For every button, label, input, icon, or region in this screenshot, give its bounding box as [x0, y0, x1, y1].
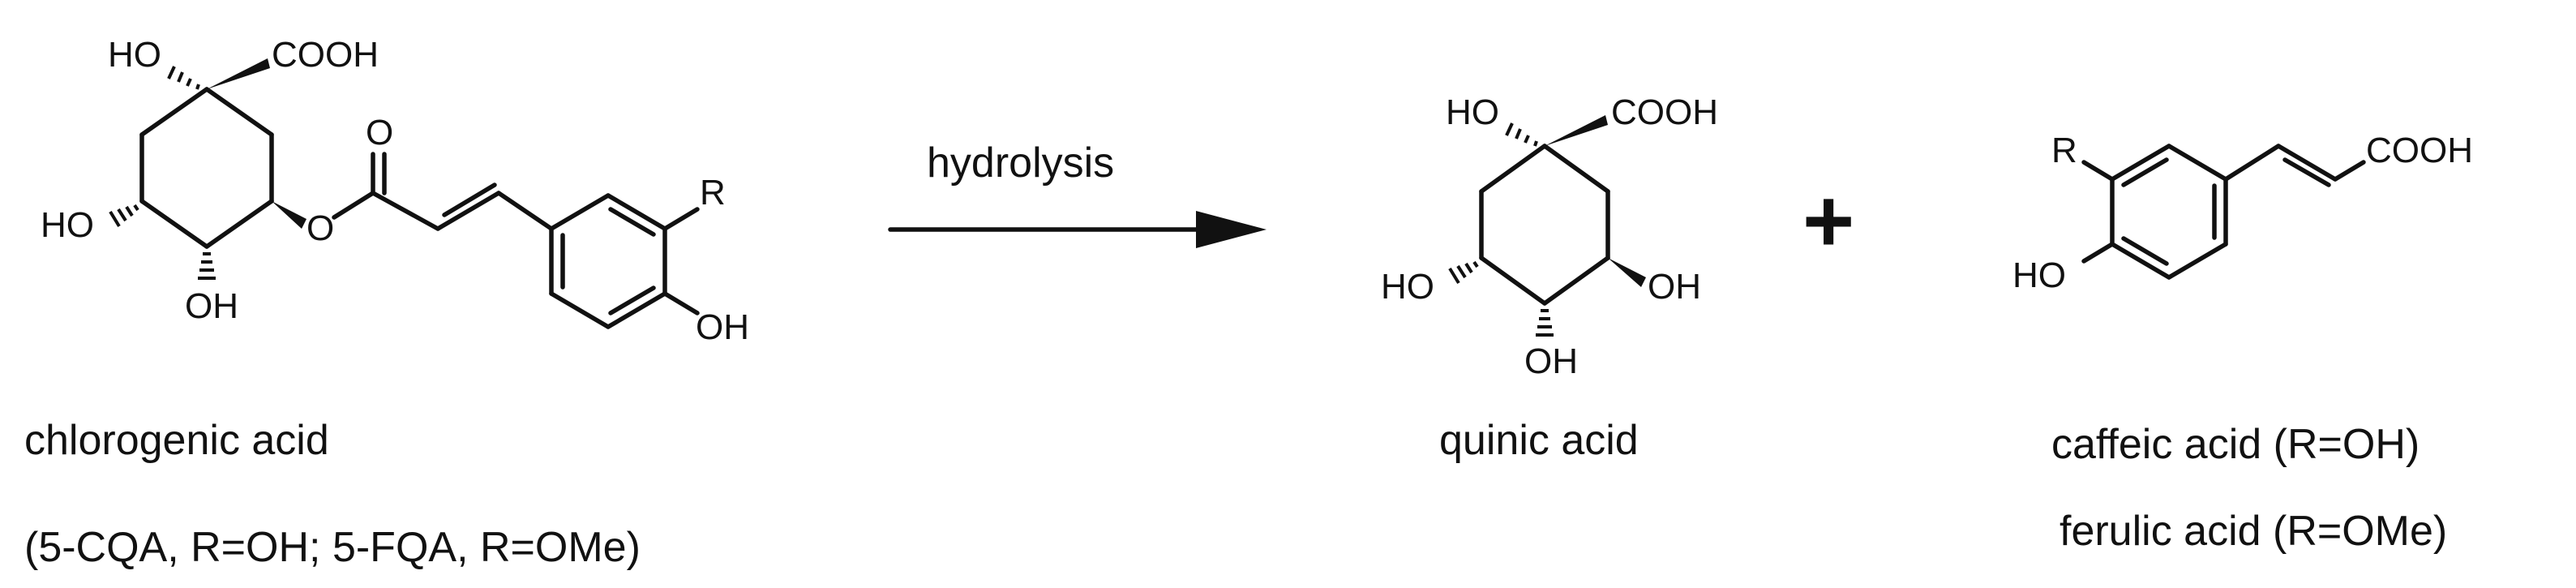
ring-bond	[1479, 255, 1547, 306]
vinyl-bond	[496, 191, 554, 231]
aromatic-bond	[549, 291, 611, 329]
hashed-bond-ho	[1505, 122, 1538, 147]
ring-bond	[1542, 144, 1610, 194]
vinyl-double-bond	[435, 191, 501, 231]
aromatic-bond	[2167, 242, 2228, 280]
atom-ho-top: HO	[1446, 92, 1499, 132]
atom-cooh: COOH	[272, 35, 379, 75]
ferulic-acid-name: ferulic acid (R=OMe)	[2060, 508, 2447, 555]
aromatic-inner-bond	[2121, 236, 2169, 266]
vinyl-bond	[371, 191, 440, 231]
caffeic-acid-name: caffeic acid (R=OH)	[2051, 421, 2420, 468]
atom-oh-right: OH	[1648, 267, 1701, 307]
atom-ho-top: HO	[108, 35, 161, 75]
aromatic-bond	[2110, 242, 2171, 280]
atom-carbonyl-o: O	[366, 113, 393, 152]
arrow-label: hydrolysis	[927, 139, 1114, 187]
atom-ho: HO	[2012, 255, 2066, 295]
ring-bond	[139, 87, 209, 137]
wedge-bond-cooh	[207, 58, 270, 89]
hashed-bond-ho-left	[1448, 260, 1479, 285]
vinyl-double-bond	[2276, 144, 2338, 182]
substituent-bond-r	[2081, 160, 2115, 182]
atom-oh-bottom: OH	[1524, 341, 1578, 381]
atom-r: R	[700, 173, 726, 212]
chlorogenic-acid-variants: (5-CQA, R=OH; 5-FQA, R=OMe)	[24, 524, 641, 571]
cinnamic-acid-structure: R HO COOH	[2012, 131, 2473, 295]
hashed-bond-oh-bottom	[1536, 309, 1554, 337]
ring-bond	[204, 199, 274, 249]
ring-bond	[1479, 144, 1547, 194]
wedge-bond-cooh	[1545, 115, 1608, 146]
atom-ho-left: HO	[41, 205, 94, 245]
atom-cooh: COOH	[1611, 92, 1718, 132]
substituent-bond-ho	[2081, 242, 2115, 264]
substituent-bond-r	[662, 207, 700, 231]
vinyl-bond	[2223, 144, 2281, 182]
ring-bond	[1542, 255, 1610, 306]
hashed-bond-oh-bottom	[198, 252, 216, 280]
reaction-arrow	[888, 211, 1267, 248]
plus-sign: +	[1802, 171, 1854, 271]
vinyl-double-bond	[2282, 157, 2331, 187]
atom-oh-bottom: OH	[185, 286, 238, 326]
atom-oh-phenol: OH	[696, 307, 749, 347]
aromatic-bond	[2167, 144, 2228, 182]
atom-ester-o: O	[306, 208, 334, 248]
atom-ho-left: HO	[1381, 267, 1434, 307]
ring-bond	[139, 199, 209, 249]
hashed-bond-ho	[167, 66, 200, 90]
aromatic-inner-bond	[608, 207, 656, 237]
ester-bond	[332, 191, 375, 220]
vinyl-double-bond	[442, 182, 497, 217]
ring-bond	[204, 87, 274, 137]
aromatic-bond	[606, 291, 667, 329]
aromatic-bond	[2110, 144, 2171, 182]
aromatic-inner-bond	[2121, 157, 2169, 187]
substituent-bond-oh	[662, 291, 700, 315]
atom-cooh: COOH	[2366, 131, 2473, 170]
quinic-acid-structure: HO COOH OH OH HO	[1381, 92, 1718, 381]
atom-r: R	[2051, 131, 2077, 170]
vinyl-bond	[2333, 160, 2366, 182]
quinic-acid-name: quinic acid	[1439, 417, 1639, 464]
aromatic-bond	[606, 193, 667, 231]
chlorogenic-acid-name: chlorogenic acid	[24, 417, 329, 464]
aromatic-inner-bond	[608, 285, 656, 315]
aromatic-bond	[549, 193, 611, 231]
wedge-bond-oh-right	[1608, 258, 1646, 287]
hashed-bond-ho-left	[109, 204, 139, 228]
wedge-bond-ester-o	[272, 201, 306, 229]
chlorogenic-acid-structure: HO COOH O OH HO O	[41, 35, 749, 347]
